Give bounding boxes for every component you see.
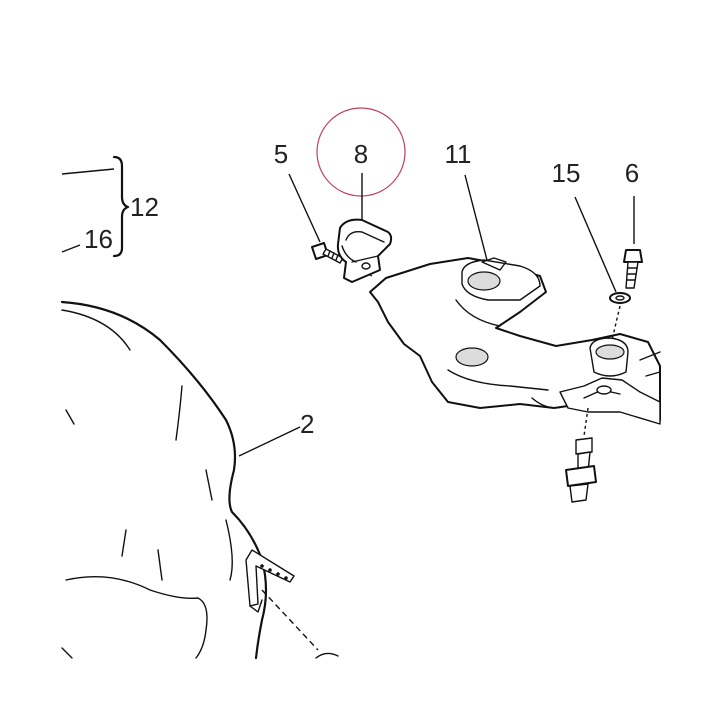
bracket-12 xyxy=(61,155,130,258)
part-5-bolt xyxy=(311,242,373,277)
callout-6: 6 xyxy=(625,158,639,188)
lower-bolt xyxy=(565,407,597,503)
part-2-body-outline xyxy=(60,300,268,660)
lower-bracket xyxy=(245,549,339,659)
part-11-subframe xyxy=(369,257,661,425)
part-6-bolt xyxy=(623,249,643,289)
part-8-clip xyxy=(336,218,393,283)
leader-lines xyxy=(238,173,635,457)
callout-8: 8 xyxy=(354,139,368,169)
callout-11: 11 xyxy=(445,139,472,169)
part-15-washer xyxy=(609,292,631,341)
callout-15: 15 xyxy=(552,158,581,188)
callout-2: 2 xyxy=(300,409,314,439)
callout-5: 5 xyxy=(274,139,288,169)
highlight-circle xyxy=(316,107,406,197)
callout-12: 12 xyxy=(130,192,159,222)
callout-16: 16 xyxy=(84,224,113,254)
